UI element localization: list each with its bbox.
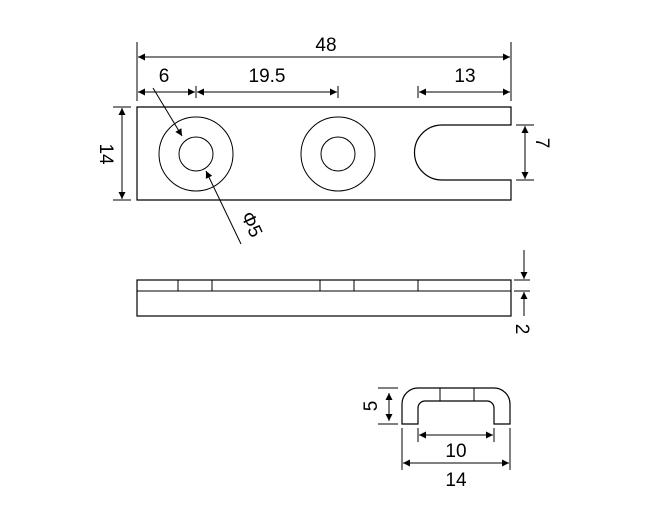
side-plate — [136, 279, 512, 317]
side-view: 2 — [136, 250, 532, 335]
top-view: 48 6 19.5 13 14 7 Φ5 — [95, 35, 552, 245]
dim-thickness: 2 — [511, 324, 532, 335]
hole-2-outer — [300, 116, 376, 192]
dim-edge-to-hole: 6 — [159, 66, 170, 87]
dim-hole-pitch: 19.5 — [249, 66, 286, 87]
end-view: 5 10 14 — [361, 387, 511, 491]
dim-height: 5 — [361, 401, 382, 412]
leader-hole-diameter — [205, 170, 242, 245]
hole-1-outer — [158, 116, 234, 192]
end-center-mark — [439, 387, 475, 402]
dim-overall-length: 48 — [315, 35, 336, 56]
leader-hole-1 — [152, 87, 183, 137]
end-profile — [401, 387, 511, 425]
side-hole-1 — [177, 279, 213, 292]
hole-2-inner — [320, 136, 356, 172]
dim-width: 14 — [95, 143, 116, 165]
dim-slot-width: 7 — [531, 138, 552, 149]
plate-outline — [136, 106, 512, 201]
side-hole-2 — [319, 279, 355, 292]
dim-inner-width: 10 — [445, 441, 466, 462]
dim-outer-width: 14 — [445, 470, 467, 491]
dim-hole-diameter: Φ5 — [236, 209, 266, 241]
hole-1-inner — [178, 136, 214, 172]
dim-slot-depth: 13 — [454, 66, 475, 87]
